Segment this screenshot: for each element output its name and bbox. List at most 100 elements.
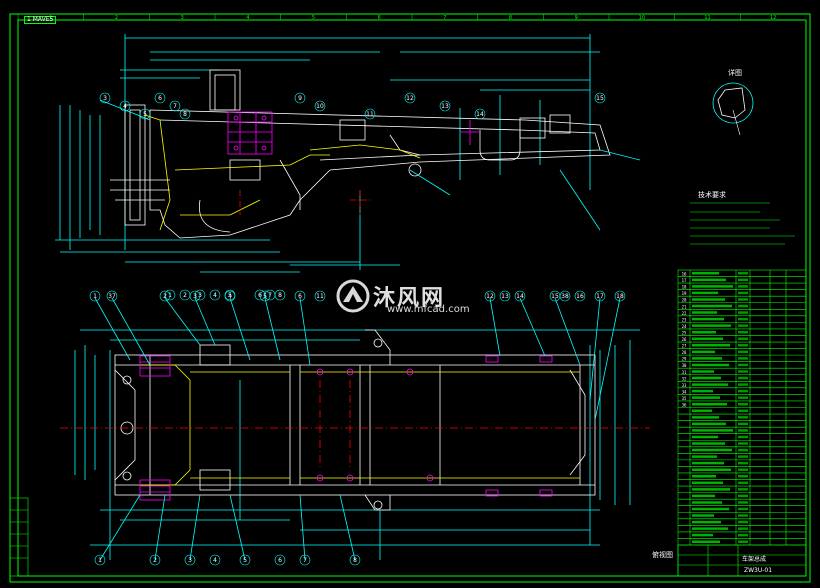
bom-item-number: 22 (682, 311, 687, 316)
part-balloon-label: 5 (243, 557, 247, 564)
part-balloon-label: 8 (353, 557, 357, 564)
part-balloon: 3 (189, 290, 201, 302)
bom-item-number: 30 (682, 363, 687, 368)
part-balloon: 7 (299, 554, 311, 566)
part-balloon-label: 4 (123, 103, 127, 110)
notes-title: 技术要求 (698, 191, 726, 199)
part-balloon-label: 2 (163, 293, 167, 300)
part-balloon: 38 (559, 290, 571, 302)
part-balloon-label: 13 (501, 293, 509, 300)
part-balloon-label: 1 (98, 557, 102, 564)
bom-item-number: 19 (682, 291, 687, 296)
mfcad-logo-icon (336, 279, 370, 313)
part-balloon-label: 14 (476, 111, 484, 118)
part-balloon-label: 5 (263, 293, 267, 300)
ruler-label: 2 (115, 15, 118, 21)
part-balloon-label: 3 (103, 95, 107, 102)
part-balloon: 15 (549, 290, 561, 302)
bill-of-materials-table: 1617181920212223242526272829303132333435… (677, 269, 807, 577)
part-balloon: 2 (179, 289, 191, 301)
watermark-title: 沐风网 (373, 286, 446, 311)
part-balloon: 5 (139, 108, 151, 120)
part-balloon: 3 (99, 92, 111, 104)
part-balloon: 13 (499, 290, 511, 302)
part-balloon-label: 11 (316, 293, 324, 300)
part-balloon: 12 (484, 290, 496, 302)
bom-item-number: 28 (682, 350, 687, 355)
ruler-label: 8 (509, 15, 512, 21)
bom-item-number: 34 (682, 389, 687, 394)
part-balloon-label: 17 (596, 293, 604, 300)
part-balloon-label: 11 (366, 111, 374, 118)
part-balloon: 16 (574, 290, 586, 302)
bom-item-number: 35 (682, 396, 687, 401)
revision-block (9, 497, 29, 577)
detail-view-label: 详图 (728, 69, 742, 77)
part-balloon: 37 (106, 290, 118, 302)
part-balloon: 6 (294, 290, 306, 302)
part-balloon: 14 (474, 108, 486, 120)
part-balloon-label: 3 (188, 557, 192, 564)
part-balloon: 4 (209, 554, 221, 566)
bom-item-number: 29 (682, 357, 687, 362)
top-left-tag: 1 MAVE5 (24, 16, 57, 24)
part-balloon-label: 6 (298, 293, 302, 300)
part-balloon: 8 (349, 554, 361, 566)
part-balloon: 17 (594, 290, 606, 302)
plan-view (60, 297, 650, 561)
part-balloon-label: 6 (158, 95, 162, 102)
part-balloon: 18 (614, 290, 626, 302)
part-balloon-label: 4 (228, 293, 232, 300)
part-balloon-label: 18 (616, 293, 624, 300)
part-balloon-label: 8 (278, 292, 282, 299)
ruler-label: 3 (181, 15, 184, 21)
part-balloon-label: 4 (213, 292, 217, 299)
mfcad-watermark: 沐风网 www.mfcad.com (335, 278, 470, 318)
part-balloon: 3 (184, 554, 196, 566)
ruler-label: 6 (378, 15, 381, 21)
part-balloon-label: 38 (561, 293, 569, 300)
bom-item-number: 31 (682, 370, 687, 375)
part-balloon: 1 (94, 554, 106, 566)
part-balloon: 4 (119, 100, 131, 112)
bom-item-number: 16 (682, 272, 687, 277)
part-balloon: 5 (239, 554, 251, 566)
technical-notes (690, 202, 795, 245)
bom-item-number: 24 (682, 324, 687, 329)
bom-item-number: 25 (682, 330, 687, 335)
ruler-label: 5 (312, 15, 315, 21)
part-balloon-label: 9 (298, 95, 302, 102)
part-balloon-label: 5 (143, 111, 147, 118)
bom-item-number: 17 (682, 278, 687, 283)
part-balloon-label: 15 (596, 95, 604, 102)
part-balloon-label: 12 (486, 293, 494, 300)
ruler-label: 9 (575, 15, 578, 21)
ruler-label: 10 (639, 15, 645, 21)
part-balloon: 2 (159, 290, 171, 302)
part-balloon: 6 (154, 92, 166, 104)
part-balloon: 1 (89, 290, 101, 302)
part-balloon-label: 2 (153, 557, 157, 564)
bom-item-number: 23 (682, 317, 687, 322)
part-balloon-label: 5 (228, 292, 232, 299)
part-balloon: 14 (514, 290, 526, 302)
bom-item-number: 27 (682, 344, 687, 349)
part-balloon-label: 37 (108, 293, 116, 300)
part-balloon-label: 13 (441, 103, 449, 110)
ruler-label: 11 (704, 15, 710, 21)
drawing-name: 车架总成 (742, 556, 767, 563)
part-balloon-label: 14 (516, 293, 524, 300)
detail-view (712, 82, 754, 136)
part-balloon: 5 (259, 290, 271, 302)
part-balloon-label: 10 (316, 103, 324, 110)
part-balloon-label: 1 (93, 293, 97, 300)
bom-item-number: 18 (682, 285, 687, 290)
part-balloon-label: 8 (183, 111, 187, 118)
part-balloon: 7 (169, 100, 181, 112)
bom-item-number: 33 (682, 383, 687, 388)
part-balloon-label: 2 (183, 292, 187, 299)
part-balloon: 4 (224, 290, 236, 302)
bom-item-number: 20 (682, 298, 687, 303)
